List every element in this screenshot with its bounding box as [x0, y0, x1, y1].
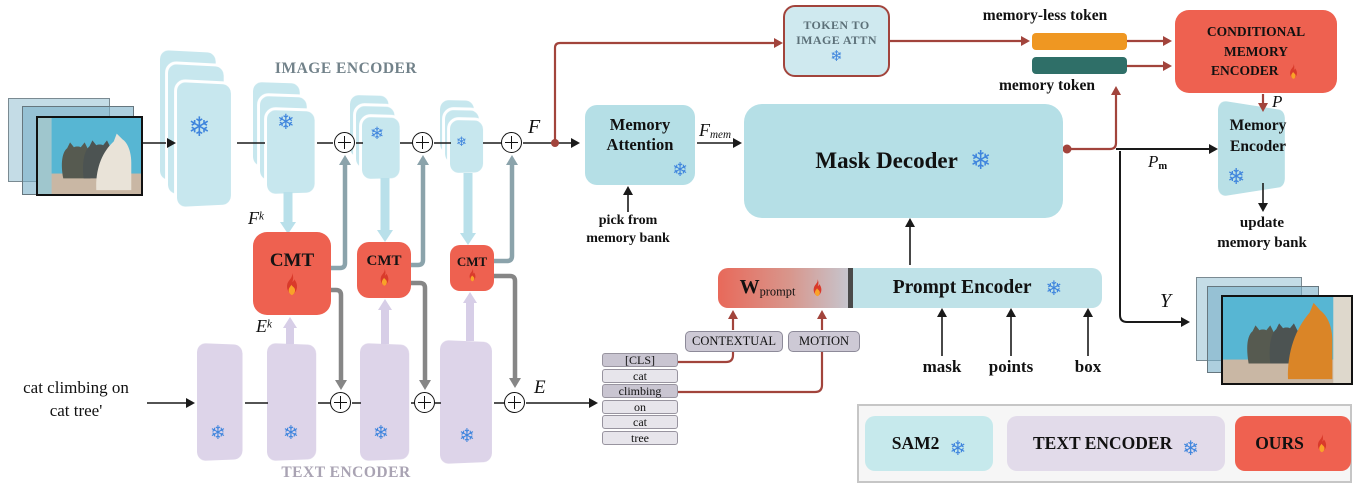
memory-token-bar [1032, 57, 1127, 74]
input-video-frame [36, 116, 143, 196]
motion-token-chip: MOTION [788, 331, 860, 352]
segmented-cat-photo [1223, 297, 1351, 383]
red-wires [551, 36, 1268, 394]
snowflake-icon: ❄ [277, 110, 295, 134]
prompt-divider [848, 268, 853, 308]
pick-from-memory-bank-label: pick from memory bank [586, 213, 670, 247]
add-fusion-image-1 [334, 132, 355, 153]
token-climbing: climbing [602, 384, 678, 398]
add-fusion-image-2 [412, 132, 433, 153]
cmt-to-image-wires [327, 155, 518, 271]
mask-input-label: mask [922, 357, 962, 376]
feature-e-label: E [534, 377, 546, 398]
cmt-block-1: CMT [253, 232, 331, 315]
snowflake-icon: ❄ [1227, 165, 1246, 190]
cmt-label: CMT [456, 253, 488, 269]
legend-text-encoder-label: TEXT ENCODER [1033, 433, 1173, 453]
w-prompt-label: Wprompt [739, 276, 796, 299]
feature-f-label: F [528, 116, 541, 138]
snowflake-icon: ❄ [672, 159, 688, 181]
feature-fk-label: Fk [248, 208, 264, 228]
box-input-label: box [1074, 357, 1102, 376]
add-fusion-text-3 [504, 392, 525, 413]
prompt-encoder-block: Prompt Encoder ❄ [853, 268, 1102, 308]
legend-ours: OURS [1235, 416, 1351, 471]
legend-sam2-label: SAM2 [891, 433, 940, 453]
flame-icon [1313, 433, 1331, 455]
legend-text-encoder: TEXT ENCODER ❄ [1007, 416, 1225, 471]
snowflake-icon: ❄ [1182, 435, 1199, 460]
legend-sam2: SAM2 ❄ [865, 416, 993, 471]
memory-encoder-label: Memory Encoder [1229, 117, 1287, 155]
add-fusion-image-3 [501, 132, 522, 153]
text-feature-arrows [283, 292, 477, 344]
input-text: cat climbing on cat tree' [0, 377, 152, 423]
update-memory-bank-label: update memory bank [1217, 215, 1307, 251]
text-encoder-title: TEXT ENCODER [281, 464, 411, 481]
cats-photo [38, 118, 141, 194]
token-to-image-attn-label: TOKEN TO IMAGE ATTN [796, 18, 877, 47]
backbone-wires [143, 138, 1268, 408]
flame-icon [466, 268, 479, 283]
prompt-encoder-label: Prompt Encoder [892, 277, 1032, 298]
token-cls: [CLS] [602, 353, 678, 367]
add-fusion-text-2 [414, 392, 435, 413]
image-encoder-title: IMAGE ENCODER [274, 60, 418, 77]
flame-icon [376, 268, 393, 288]
cmt-block-2: CMT [357, 242, 411, 298]
input-text-line2: cat tree' [49, 400, 103, 420]
snowflake-icon: ❄ [459, 425, 475, 447]
token-cat: cat [602, 368, 678, 383]
snowflake-icon: ❄ [370, 124, 385, 144]
cmt-label: CMT [269, 249, 315, 271]
snowflake-icon: ❄ [188, 112, 211, 143]
image-feature-arrows [280, 173, 476, 245]
output-y-label: Y [1160, 290, 1172, 312]
output-video-frame [1221, 295, 1353, 385]
memory-attention-label: Memory Attention [606, 115, 674, 154]
token-to-image-attn-block: TOKEN TO IMAGE ATTN ❄ [783, 5, 890, 77]
contextual-token-chip: CONTEXTUAL [685, 331, 783, 352]
memory-attention-block: Memory Attention ❄ [585, 105, 695, 185]
snowflake-icon: ❄ [830, 47, 843, 65]
conditional-memory-encoder-block: CONDITIONAL MEMORY ENCODER [1175, 10, 1337, 93]
token-cat2: cat [602, 415, 678, 429]
mask-decoder-block: Mask Decoder ❄ [744, 104, 1063, 218]
memoryless-token-label: memory-less token [982, 7, 1108, 24]
cmt-label: CMT [366, 252, 402, 269]
points-input-label: points [988, 357, 1034, 376]
token-on: on [602, 399, 678, 414]
snowflake-icon: ❄ [373, 422, 389, 444]
cmt-block-3: CMT [450, 245, 494, 291]
cmt-to-text-wires [327, 273, 521, 390]
memory-token-label: memory token [999, 77, 1095, 94]
feature-fmem-label: Fmem [699, 120, 732, 142]
flame-icon [281, 272, 303, 298]
snowflake-icon: ❄ [456, 135, 467, 150]
add-fusion-text-1 [330, 392, 351, 413]
feature-pm-label: Pm [1148, 152, 1168, 172]
feature-ek-label: Ek [256, 316, 272, 336]
input-text-line1: cat climbing on [23, 378, 129, 397]
snowflake-icon: ❄ [1045, 276, 1063, 300]
snowflake-icon: ❄ [969, 146, 992, 176]
snowflake-icon: ❄ [283, 422, 299, 444]
feature-p-label: P [1272, 92, 1283, 111]
snowflake-icon: ❄ [210, 422, 226, 444]
mask-decoder-label: Mask Decoder [815, 148, 958, 173]
flame-icon [809, 278, 826, 299]
w-prompt-block: Wprompt [718, 268, 848, 308]
token-tree: tree [602, 430, 678, 445]
conditional-memory-encoder-label: CONDITIONAL MEMORY ENCODER [1207, 22, 1305, 81]
legend-ours-label: OURS [1255, 433, 1304, 453]
snowflake-icon: ❄ [949, 435, 967, 460]
flame-icon [1286, 63, 1301, 81]
memoryless-token-bar [1032, 33, 1127, 50]
